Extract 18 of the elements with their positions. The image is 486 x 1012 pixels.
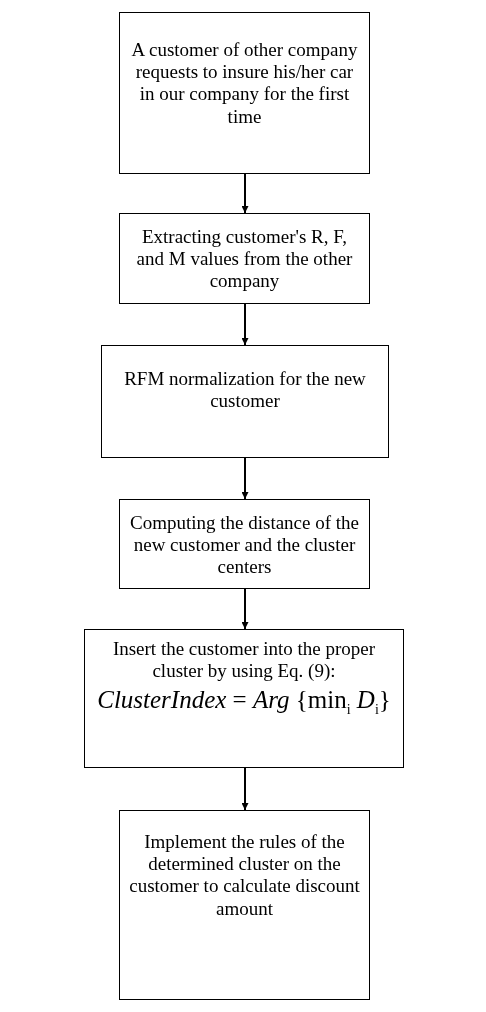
box-text: RFM normalization for the new customer: [123, 368, 367, 413]
process-box: [119, 12, 370, 174]
process-box: [119, 499, 370, 589]
process-box: [101, 345, 389, 458]
formula: ClusterIndex = Arg {min$_{i}$ D$_{i}$}: [97, 685, 391, 720]
box-text: Insert the customer into the proper cluster by using Eq. (9):: [111, 638, 377, 683]
arrow: [241, 173, 249, 214]
arrow: [241, 457, 249, 500]
arrow: [241, 588, 249, 630]
process-box: [119, 810, 370, 1000]
process-box: [84, 629, 404, 768]
box-text: Computing the distance of the new customer and the cluster centers: [129, 512, 360, 579]
process-box: [119, 213, 370, 304]
box-text: A customer of other company requests to insure his/her car in our company for the first time: [130, 39, 359, 128]
arrow: [241, 767, 249, 811]
arrow: [241, 303, 249, 346]
box-text: Extracting customer's R, F, and M values from the other company: [135, 226, 354, 293]
box-text: Implement the rules of the determined cluster on the customer to calculate discount amount: [128, 831, 361, 920]
